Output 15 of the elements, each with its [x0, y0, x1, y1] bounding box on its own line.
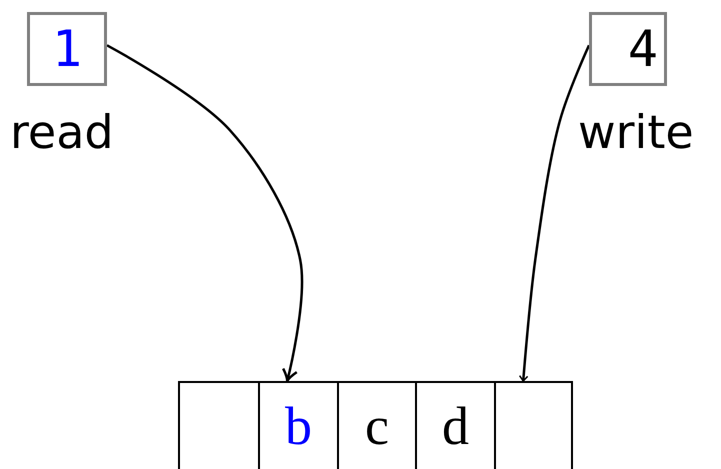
array-cell: [494, 381, 573, 469]
cell-value: b: [285, 395, 312, 457]
cell-value: c: [365, 395, 389, 457]
array-cell: [337, 381, 415, 469]
array-cell: [258, 381, 337, 469]
register-box: [27, 12, 107, 86]
register-number: 1: [52, 20, 82, 78]
register-box: [589, 12, 667, 86]
arrow: [518, 44, 590, 382]
array-cell: [415, 381, 494, 469]
register-number: 4: [628, 20, 658, 78]
cell-value: d: [442, 395, 469, 457]
operation-label: read: [10, 105, 114, 159]
operation-label: write: [578, 105, 694, 159]
array-cell: [178, 381, 258, 469]
